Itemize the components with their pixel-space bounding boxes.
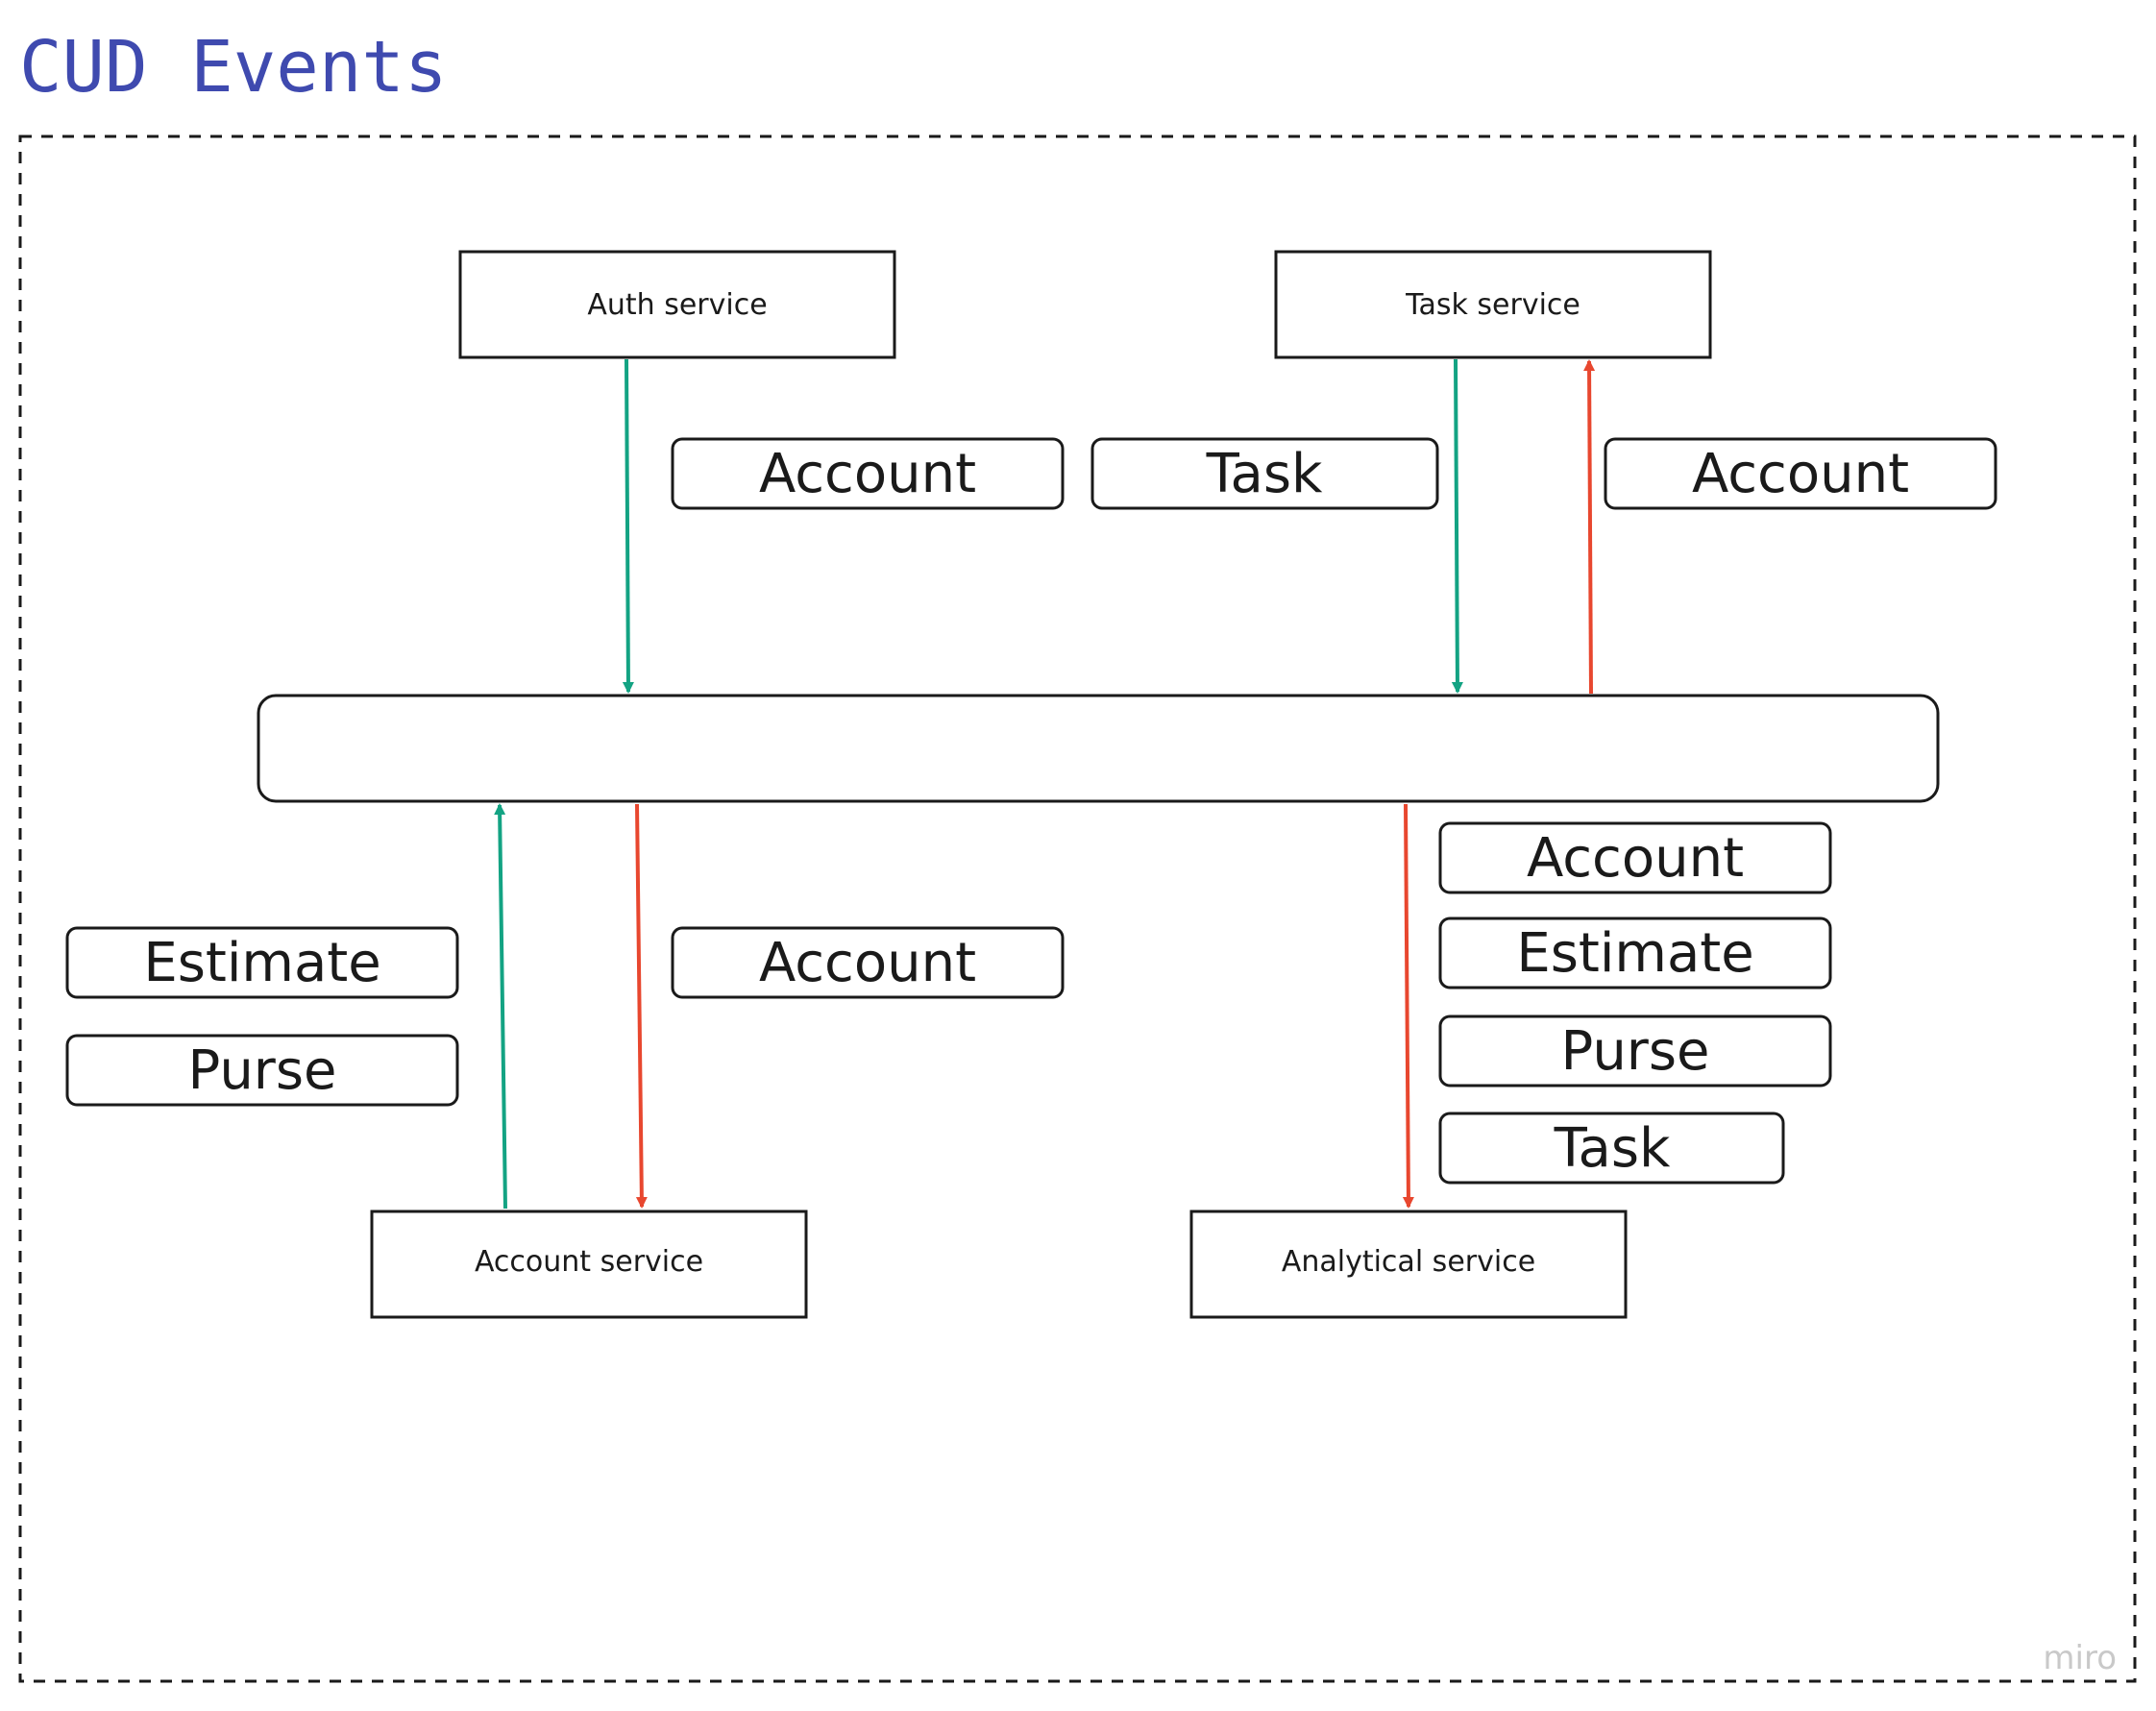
frame-title: CUD Events <box>19 26 448 109</box>
event-task-produced: Task <box>1090 437 1439 510</box>
broker-to-task-arrow <box>1583 359 1596 695</box>
miro-watermark: miro <box>2043 1639 2117 1677</box>
event-purse-account-service-label: Purse <box>188 1039 337 1102</box>
event-account-account-service-label: Account <box>759 932 976 994</box>
task-to-broker-arrow <box>1451 358 1463 694</box>
broker-to-analytical-arrow <box>1402 803 1414 1209</box>
event-estimate-account-service-label: Estimate <box>143 932 380 994</box>
task-service-node[interactable]: Task service <box>1274 250 1712 359</box>
event-purse-account-service: Purse <box>65 1034 459 1107</box>
event-estimate-analytical-label: Estimate <box>1516 922 1753 985</box>
event-estimate-account-service: Estimate <box>65 926 459 999</box>
event-purse-analytical-label: Purse <box>1561 1020 1710 1083</box>
event-task-produced-label: Task <box>1206 443 1323 505</box>
event-account-auth: Account <box>671 437 1065 510</box>
event-account-analytical-label: Account <box>1527 827 1744 890</box>
account-service-node[interactable]: Account service <box>370 1210 808 1319</box>
analytical-service-node[interactable]: Analytical service <box>1189 1210 1628 1319</box>
event-purse-analytical: Purse <box>1438 1014 1832 1088</box>
frame-border <box>18 134 2137 1683</box>
event-account-auth-label: Account <box>759 443 976 505</box>
analytical-service-label: Analytical service <box>1282 1245 1535 1279</box>
event-estimate-analytical: Estimate <box>1438 917 1832 990</box>
auth-service-node[interactable]: Auth service <box>458 250 896 359</box>
auth-service-label: Auth service <box>587 288 767 322</box>
message-broker[interactable] <box>257 694 1940 803</box>
task-service-label: Task service <box>1405 288 1580 322</box>
auth-to-broker-arrow <box>622 358 634 694</box>
account-service-to-broker-arrow <box>494 803 507 1210</box>
event-account-analytical: Account <box>1438 821 1832 894</box>
event-account-account-service: Account <box>671 926 1065 999</box>
event-task-analytical: Task <box>1438 1112 1785 1185</box>
event-task-analytical-label: Task <box>1554 1117 1671 1180</box>
broker-to-account-service-arrow <box>635 803 648 1209</box>
event-account-task-consumed-label: Account <box>1692 443 1909 505</box>
event-account-task-consumed: Account <box>1604 437 1997 510</box>
account-service-label: Account service <box>475 1245 703 1279</box>
